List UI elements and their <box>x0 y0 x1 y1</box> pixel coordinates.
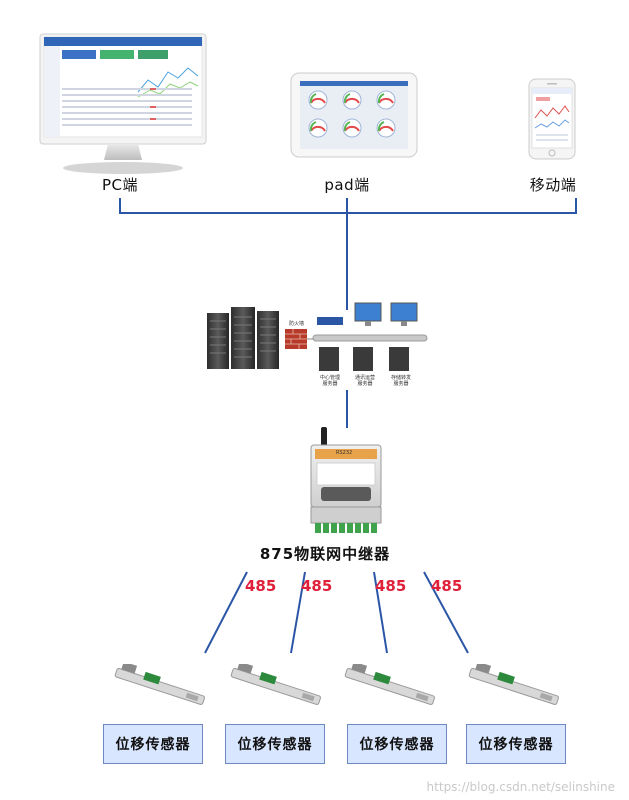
mobile-phone-icon <box>528 78 576 160</box>
displacement-sensor-icon <box>466 661 562 708</box>
rs485-line-3 <box>373 571 388 654</box>
server-label-2: 通讯运营 服务器 <box>354 375 375 387</box>
watermark-text: https://blog.csdn.net/selinshine <box>426 780 615 794</box>
rs485-line-1 <box>204 571 248 654</box>
pc-label: PC端 <box>101 176 139 194</box>
switch-icon <box>317 317 343 325</box>
displacement-sensor-icon <box>342 661 438 708</box>
displacement-sensor-icon <box>112 661 208 708</box>
sensor-box-4: 位移传感器 <box>466 724 566 764</box>
server-label-1: 中心管理 服务器 <box>319 375 340 387</box>
relay-label: 875物联网中继器 <box>259 545 391 563</box>
firewall-icon <box>285 329 307 349</box>
relay-device-icon <box>305 425 387 540</box>
svg-text:防火墙: 防火墙 <box>289 320 304 327</box>
pc-monitor-icon <box>38 32 208 182</box>
workstation-icon <box>354 302 418 326</box>
server-cluster: 防火墙 <box>205 295 430 395</box>
rack-icon <box>207 307 279 369</box>
sensor-box-3: 位移传感器 <box>347 724 447 764</box>
displacement-sensor-icon <box>228 661 324 708</box>
sensor-box-2: 位移传感器 <box>225 724 325 764</box>
pad-label: pad端 <box>324 176 370 194</box>
protocol-label-4: 485 <box>431 577 463 595</box>
mobile-label: 移动端 <box>529 176 577 194</box>
rs485-line-4 <box>423 571 469 654</box>
server-icon <box>319 347 409 371</box>
protocol-label-1: 485 <box>245 577 277 595</box>
protocol-label-2: 485 <box>301 577 333 595</box>
relay-rs232-tag: RS232 <box>336 450 353 456</box>
sensor-box-1: 位移传感器 <box>103 724 203 764</box>
pad-tablet-icon <box>290 72 418 158</box>
protocol-label-3: 485 <box>375 577 407 595</box>
server-label-3: 存储转发 服务器 <box>390 375 411 387</box>
rs485-line-2 <box>290 571 306 654</box>
